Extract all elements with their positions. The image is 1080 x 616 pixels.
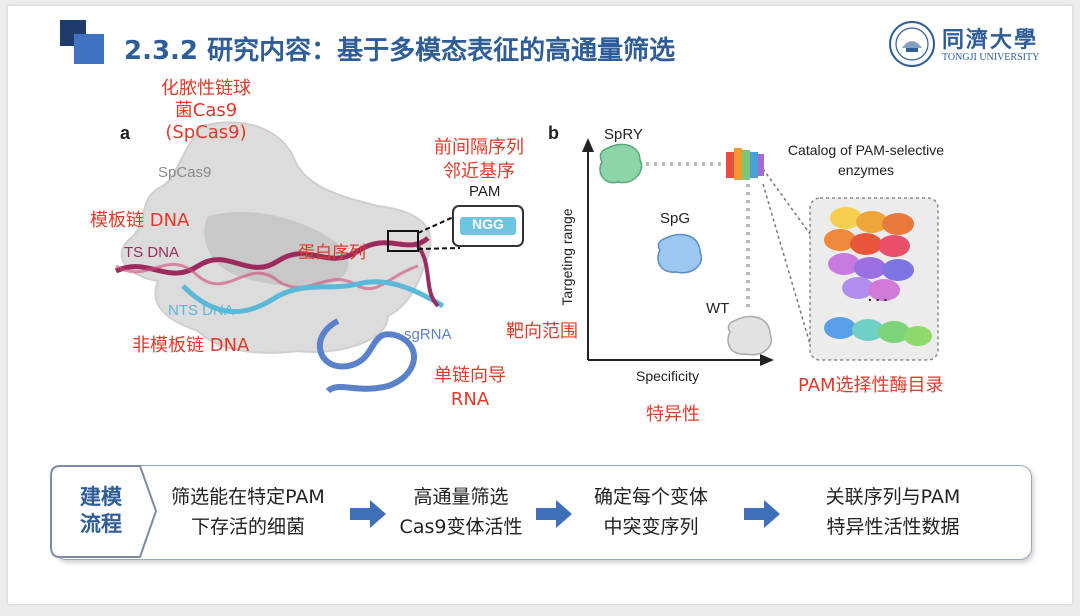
flow-step-1-line-2: 下存活的细菌 <box>190 516 305 538</box>
modeling-flow-panel <box>54 465 1032 560</box>
cas9-cn-line-3: (SpCas9) <box>165 122 247 143</box>
template-strand-cn: 模板链 DNA <box>90 210 190 231</box>
pam-label: PAM <box>469 183 501 200</box>
slide: 2.3.2 研究内容：基于多模态表征的高通量筛选 同濟大學 TONGJI UNI… <box>8 6 1072 604</box>
catalog-label-line-1: Catalog of PAM-selective <box>787 142 945 158</box>
nts-dna-strand <box>115 263 419 291</box>
nts-dna-label: NTS DNA <box>168 302 234 319</box>
spry-label: SpRY <box>604 126 643 143</box>
cas9-cn-line-2: 菌Cas9 <box>174 100 238 121</box>
y-axis-label: Targeting range <box>559 208 575 306</box>
flow-head-line-2: 流程 <box>80 512 122 536</box>
ts-dna-strand <box>114 236 430 276</box>
university-logo: 同濟大學 TONGJI UNIVERSITY <box>888 20 1063 74</box>
flow-step-3-line-2: 中突变序列 <box>603 516 699 538</box>
flow-step-4-line-1: 关联序列与PAM <box>825 486 961 508</box>
pam-cn-line-1: 前间隔序列 <box>434 137 524 158</box>
catalog-enzyme-cluster <box>824 207 932 346</box>
wt-label: WT <box>706 300 730 317</box>
protein-sequence-cn: 蛋白序列 <box>298 243 366 263</box>
flow-step-4-line-2: 特异性活性数据 <box>826 516 960 538</box>
university-seal-icon <box>889 21 935 67</box>
flow-step-2-line-1: 高通量筛选 <box>413 486 509 508</box>
flow-step-3: 确定每个变体 中突变序列 <box>576 482 726 542</box>
panel-b-label: b <box>548 123 559 143</box>
pam-cn-line-2: 邻近基序 <box>443 161 515 182</box>
ts-dna-label: TS DNA <box>124 244 180 261</box>
flow-step-1-line-1: 筛选能在特定PAM <box>171 486 325 508</box>
spcas9-structure-figure <box>114 121 461 394</box>
catalog-label-line-2: enzymes <box>837 162 895 178</box>
ngg-inner <box>460 217 516 235</box>
spg-label: SpG <box>660 210 691 227</box>
ngg-box: NGG <box>452 205 524 247</box>
x-axis-label: Specificity <box>636 368 700 384</box>
pam-selectivity-figure <box>582 138 939 366</box>
flow-head-line-1: 建模 <box>80 485 122 509</box>
flow-step-2: 高通量筛选 Cas9变体活性 <box>386 482 536 542</box>
catalog-enzyme-icon <box>726 148 764 180</box>
catalog-label: Catalog of PAM-selective enzymes <box>766 140 966 180</box>
spg-enzyme-icon <box>657 233 703 274</box>
sgrna-strand <box>317 318 417 394</box>
flow-step-2-line-2: Cas9变体活性 <box>399 516 523 538</box>
cas9-chinese-name: 化脓性链球 菌Cas9 (SpCas9) <box>146 78 266 144</box>
pam-chinese-name: 前间隔序列 邻近基序 <box>424 136 534 184</box>
specificity-cn: 特异性 <box>646 404 700 425</box>
catalog-ellipsis: . . . <box>868 288 888 304</box>
flow-arrow-1-icon <box>350 500 386 528</box>
university-english-name: TONGJI UNIVERSITY <box>942 52 1040 63</box>
flow-arrow-2-icon <box>536 500 572 528</box>
page-title: 2.3.2 研究内容：基于多模态表征的高通量筛选 <box>124 36 676 66</box>
targeting-range-cn: 靶向范围 <box>506 321 578 342</box>
flow-step-4: 关联序列与PAM 特异性活性数据 <box>798 482 988 542</box>
sgrna-chinese-name: 单链向导 RNA <box>420 364 520 412</box>
modeling-flow-header-shape <box>50 465 158 558</box>
ngg-label: NGG <box>472 216 504 232</box>
catalog-cn: PAM选择性酶目录 <box>798 375 944 396</box>
spcas9-label: SpCas9 <box>158 164 212 181</box>
wt-enzyme-icon <box>727 315 773 356</box>
sgrna-label: sgRNA <box>404 326 452 343</box>
title-decoration-icon <box>60 20 104 64</box>
panel-a-label: a <box>120 123 131 143</box>
spry-enzyme-icon <box>599 143 643 184</box>
cas9-cn-line-1: 化脓性链球 <box>161 78 251 99</box>
sgrna-cn-line-2: RNA <box>450 389 490 410</box>
university-name: 同濟大學 <box>942 27 1039 53</box>
flow-arrow-3-icon <box>744 500 780 528</box>
nontemplate-strand-cn: 非模板链 DNA <box>132 335 250 356</box>
modeling-flow-title: 建模 流程 <box>58 484 144 538</box>
flow-step-1: 筛选能在特定PAM 下存活的细菌 <box>158 482 338 542</box>
flow-step-3-line-1: 确定每个变体 <box>593 486 708 508</box>
sgrna-cn-line-1: 单链向导 <box>434 365 506 386</box>
